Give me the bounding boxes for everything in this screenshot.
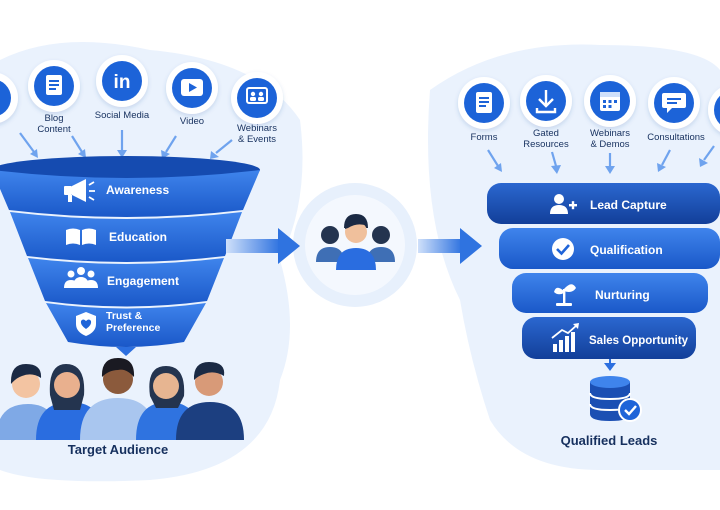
arrow-to-center <box>226 228 300 264</box>
lead-label-qualification: Qualification <box>590 243 663 257</box>
target-audience-label: Target Audience <box>68 442 168 457</box>
awareness-funnel: Awareness Education Engagement Trust &Pr… <box>0 156 260 356</box>
lead-label-opportunity: Sales Opportunity <box>589 335 689 347</box>
book-icon <box>66 228 96 245</box>
qualified-leads-label: Qualified Leads <box>561 433 658 448</box>
download-icon <box>535 90 557 114</box>
source-label-consultations: Consultations <box>647 132 705 143</box>
funnel-band-awareness <box>0 170 260 217</box>
svg-text:in: in <box>114 72 131 93</box>
database-check-icon <box>589 376 642 422</box>
lead-band-qualification <box>499 228 720 269</box>
source-label-social: Social Media <box>95 110 150 121</box>
source-webinars-events[interactable] <box>231 72 283 124</box>
growth-chart-icon <box>551 323 579 352</box>
webinar-icon <box>246 87 268 104</box>
lead-band-capture <box>487 183 720 224</box>
funnel-label-trust: Trust &Preference <box>106 310 160 334</box>
megaphone-icon <box>64 179 95 202</box>
source-forms[interactable] <box>458 77 510 129</box>
linkedin-icon: in <box>114 72 131 93</box>
source-video[interactable] <box>166 62 218 114</box>
shield-heart-icon <box>76 312 96 336</box>
funnel-label-engagement: Engagement <box>107 274 179 288</box>
arrow-to-lead-funnel <box>418 228 482 264</box>
source-label-webinars: Webinars& Events <box>237 123 277 145</box>
funnel-label-education: Education <box>109 230 167 244</box>
target-audience-people <box>0 358 244 440</box>
lead-label-capture: Lead Capture <box>590 198 667 212</box>
source-blog-content[interactable] <box>28 60 80 112</box>
funnel-band-engagement <box>28 258 224 307</box>
group-icon <box>64 267 98 288</box>
source-gated-resources[interactable] <box>520 75 572 127</box>
source-label-video: Video <box>180 116 204 127</box>
source-social-media[interactable]: in <box>96 55 148 107</box>
team-icon <box>316 214 395 270</box>
chat-icon <box>662 93 686 113</box>
source-label-webinars-demos: Webinars& Demos <box>590 128 630 150</box>
calendar-icon <box>600 92 620 111</box>
source-consultations[interactable] <box>648 77 700 129</box>
source-arrows-left <box>19 130 233 159</box>
person-5 <box>176 362 244 440</box>
source-webinars-demos[interactable] <box>584 75 636 127</box>
lead-funnel: Lead Capture Qualification Nurturing Sal… <box>487 183 720 371</box>
form-icon <box>476 92 492 113</box>
source-partial-right <box>708 88 720 132</box>
person-4 <box>136 366 200 440</box>
source-label-forms: Forms <box>471 132 498 143</box>
funnel-band-education <box>10 212 242 262</box>
funnel-label-awareness: Awareness <box>106 183 169 197</box>
document-icon <box>46 75 62 95</box>
source-partial-left <box>0 73 18 123</box>
center-team-node[interactable] <box>305 195 405 295</box>
sprout-icon <box>554 284 576 306</box>
lead-label-nurturing: Nurturing <box>595 288 650 302</box>
check-badge-icon <box>552 238 574 260</box>
add-user-icon <box>550 194 577 214</box>
source-arrows-right <box>487 145 715 174</box>
video-play-icon <box>181 79 203 96</box>
